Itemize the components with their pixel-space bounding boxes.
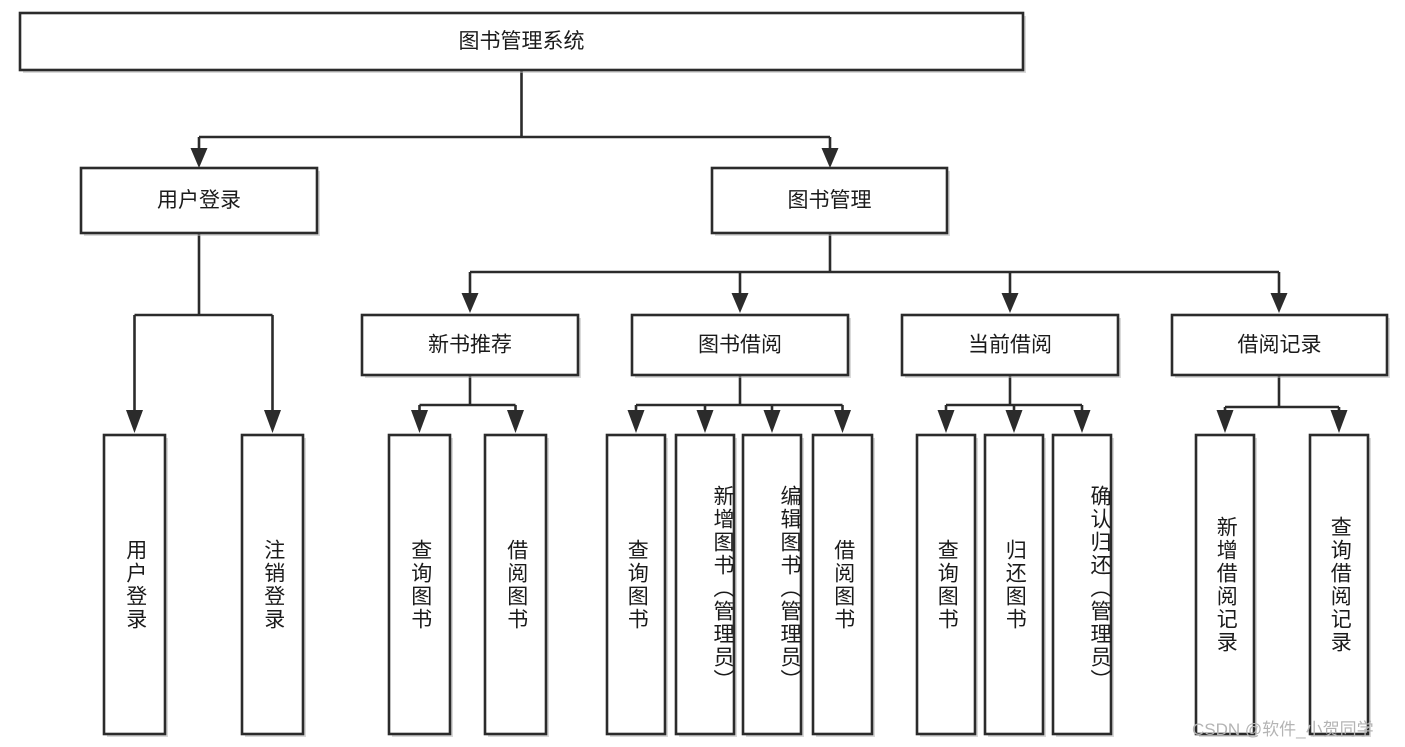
- node-undefined[interactable]: 图书管理系统: [18, 11, 1026, 73]
- node-rect-leaf-borrow-book-1[interactable]: [483, 433, 548, 736]
- node-rect-leaf-query-book-1[interactable]: [387, 433, 452, 736]
- node-leaf-edit-book-admin[interactable]: [741, 433, 804, 737]
- node-rect-leaf-add-borrow-record[interactable]: [1194, 433, 1256, 736]
- node-label-book-borrow: 图书借阅: [698, 334, 782, 357]
- arrow-head-leaf-query-book-2: [627, 410, 645, 433]
- node-rect-leaf-confirm-return-admin[interactable]: [1051, 433, 1113, 736]
- node-user-login[interactable]: 用户登录: [79, 166, 320, 236]
- node-rect-leaf-user-login[interactable]: [102, 433, 167, 736]
- arrow-head-leaf-query-book-1: [411, 410, 428, 433]
- node-label-book-management: 图书管理: [788, 189, 872, 212]
- arrow-head-leaf-confirm-return: [1073, 410, 1091, 433]
- node-label-undefined: 图书管理系统: [459, 30, 585, 53]
- node-leaf-return-book[interactable]: [983, 433, 1046, 737]
- node-rect-leaf-query-book-2[interactable]: [605, 433, 667, 736]
- node-new-book-recommend[interactable]: 新书推荐: [360, 313, 581, 378]
- node-leaf-query-book-3[interactable]: [915, 433, 978, 737]
- arrow-head-leaf-add-book-admin: [696, 410, 714, 433]
- node-current-borrow[interactable]: 当前借阅: [900, 313, 1121, 378]
- arrow-head-leaf-query-borrow-record: [1330, 410, 1348, 433]
- node-leaf-query-book-2[interactable]: [605, 433, 668, 737]
- node-label-new-book-recommend: 新书推荐: [428, 334, 512, 357]
- node-label-current-borrow: 当前借阅: [968, 334, 1052, 357]
- node-rect-current-borrow[interactable]: [900, 313, 1120, 377]
- node-leaf-borrow-book-2[interactable]: [811, 433, 875, 737]
- arrow-head-leaf-borrow-book-1: [507, 410, 524, 433]
- arrow-head-leaf-query-book-3: [937, 410, 955, 433]
- node-rect-leaf-edit-book-admin[interactable]: [741, 433, 803, 736]
- node-rect-book-borrow[interactable]: [630, 313, 850, 377]
- node-rect-borrow-record[interactable]: [1170, 313, 1389, 377]
- node-rect-leaf-query-borrow-record[interactable]: [1308, 433, 1370, 736]
- arrow-head-user-login: [190, 148, 208, 168]
- arrow-head-leaf-return-book: [1005, 410, 1023, 433]
- node-rect-leaf-return-book[interactable]: [983, 433, 1045, 736]
- node-borrow-record[interactable]: 借阅记录: [1170, 313, 1390, 378]
- node-rect-user-login[interactable]: [79, 166, 319, 235]
- node-rect-leaf-add-book-admin[interactable]: [674, 433, 736, 736]
- csdn-watermark: CSDN @软件_小贺同学: [1192, 720, 1374, 739]
- node-rect-leaf-query-book-3[interactable]: [915, 433, 977, 736]
- arrow-head-leaf-edit-book-admin: [763, 410, 781, 433]
- node-book-borrow[interactable]: 图书借阅: [630, 313, 851, 378]
- arrow-head-borrow-record: [1270, 293, 1288, 313]
- connector-layer: [126, 70, 1348, 433]
- arrow-head-leaf-add-borrow-record: [1216, 410, 1234, 433]
- node-book-management[interactable]: 图书管理: [710, 166, 950, 236]
- node-leaf-add-book-admin[interactable]: [674, 433, 737, 737]
- arrow-head-leaf-borrow-book-2: [834, 410, 851, 433]
- node-label-user-login: 用户登录: [157, 189, 241, 212]
- arrow-head-book-borrow: [731, 293, 749, 313]
- node-leaf-confirm-return-admin[interactable]: [1051, 433, 1114, 737]
- node-rect-new-book-recommend[interactable]: [360, 313, 580, 377]
- arrow-head-book-management: [821, 148, 839, 168]
- node-leaf-borrow-book-1[interactable]: [483, 433, 549, 737]
- node-leaf-query-borrow-record[interactable]: [1308, 433, 1371, 737]
- node-leaf-user-login[interactable]: [102, 433, 168, 737]
- arrow-head-new-book-recommend: [461, 293, 479, 313]
- node-leaf-logout-login[interactable]: [240, 433, 306, 737]
- node-leaf-add-borrow-record[interactable]: [1194, 433, 1257, 737]
- node-rect-undefined[interactable]: [18, 11, 1025, 72]
- node-leaf-query-book-1[interactable]: [387, 433, 453, 737]
- node-label-borrow-record: 借阅记录: [1238, 334, 1322, 357]
- node-rect-leaf-borrow-book-2[interactable]: [811, 433, 874, 736]
- node-rect-leaf-logout-login[interactable]: [240, 433, 305, 736]
- node-rect-book-management[interactable]: [710, 166, 949, 235]
- arrow-head-current-borrow: [1001, 293, 1019, 313]
- arrow-head-leaf-logout-login: [264, 410, 281, 433]
- arrow-head-leaf-user-login: [126, 410, 143, 433]
